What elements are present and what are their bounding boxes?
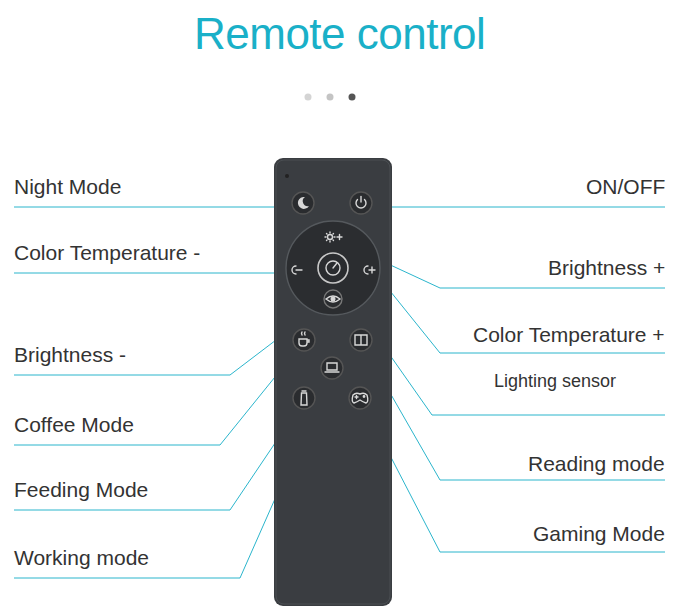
callout-label: Feeding Mode <box>14 477 148 503</box>
callout-label: ON/OFF <box>586 174 665 200</box>
callout-label: Color Temperature + <box>473 322 665 348</box>
page-title: Remote control <box>194 8 485 60</box>
remote-buttons <box>286 192 380 409</box>
carousel-dots <box>305 94 356 101</box>
callout-label: Reading mode <box>528 451 665 477</box>
callout-label: Color Temperature - <box>14 240 200 266</box>
callout-label: Night Mode <box>14 174 121 200</box>
callout-label: Brightness + <box>548 255 665 281</box>
callout-label: Gaming Mode <box>533 521 665 547</box>
callout-label: Coffee Mode <box>14 412 134 438</box>
remote-body <box>274 158 392 606</box>
callout-label: Working mode <box>14 545 149 571</box>
callout-label: Lighting sensor <box>494 368 616 394</box>
callout-label: Brightness - <box>14 342 126 368</box>
